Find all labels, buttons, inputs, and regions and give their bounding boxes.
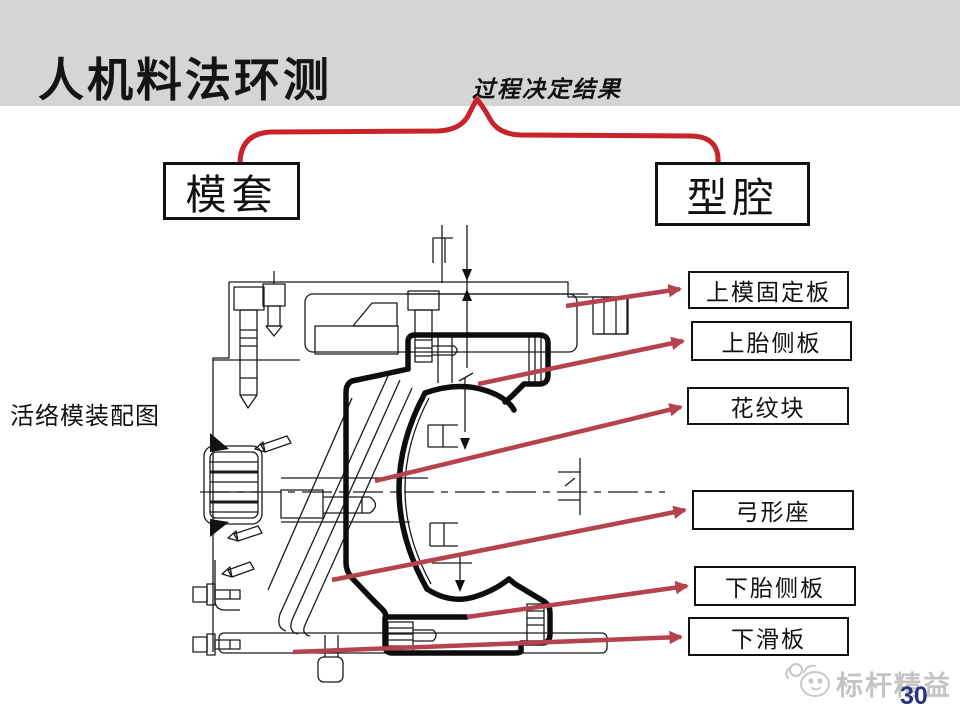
callout-label-lower-side-plate: 下胎侧板 <box>694 566 856 606</box>
callout-arrows <box>292 284 690 655</box>
callout-arrow-lower-side-plate <box>466 580 690 620</box>
cavity-profile <box>343 332 553 656</box>
mold-assembly-drawing <box>192 225 629 683</box>
page-title: 人机料法环测 <box>38 54 332 106</box>
brand-name: 标杆精益 <box>836 671 952 701</box>
callout-arrow-upper-side-plate <box>477 336 685 387</box>
callout-label-lower-slide-plate: 下滑板 <box>688 617 849 656</box>
callout-label-upper-fixing-plate: 上模固定板 <box>688 271 849 309</box>
callout-arrow-upper-fixing-plate <box>565 284 683 309</box>
header-band <box>0 0 960 106</box>
concept-box-cavity: 型腔 <box>655 162 810 226</box>
callout-label-upper-side-plate: 上胎侧板 <box>691 321 852 361</box>
callout-label-pattern-block: 花纹块 <box>687 387 849 425</box>
concept-box-mold-sleeve: 模套 <box>163 162 300 220</box>
process-note: 过程决定结果 <box>472 76 622 102</box>
page-number: 30 <box>900 682 928 710</box>
callout-label-bow-seat: 弓形座 <box>692 490 854 530</box>
brand-mascot-icon <box>785 663 830 697</box>
callout-arrow-lower-slide-plate <box>292 630 684 655</box>
callout-arrow-pattern-block <box>374 403 683 484</box>
brace-connector <box>237 96 721 167</box>
wedge-marks <box>210 269 472 592</box>
callout-arrow-bow-seat <box>331 505 687 583</box>
diagram-caption: 活络模装配图 <box>10 404 160 430</box>
